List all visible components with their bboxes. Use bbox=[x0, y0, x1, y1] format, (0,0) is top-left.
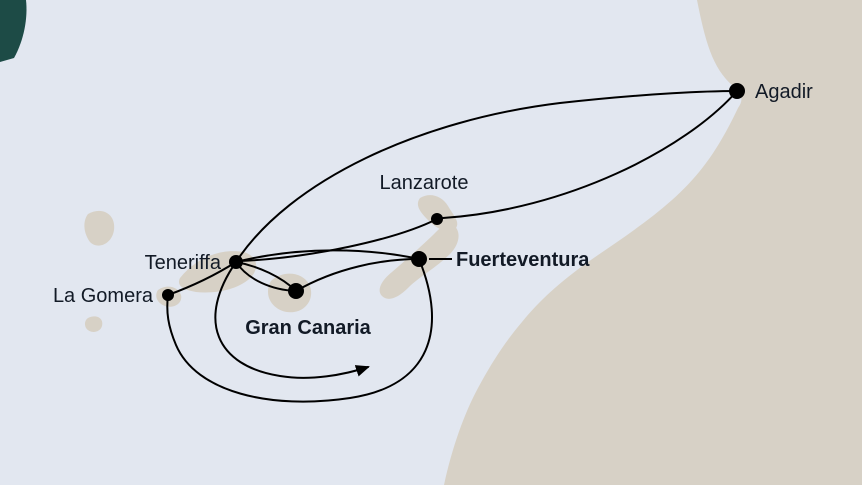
route-teneriffa-to-agadir bbox=[235, 90, 738, 263]
port-label-teneriffa: Teneriffa bbox=[145, 252, 222, 274]
route-teneriffa-to-la-gomera bbox=[167, 261, 237, 296]
port-label-agadir: Agadir bbox=[755, 81, 813, 103]
el-hierro-island bbox=[84, 316, 103, 332]
route-fuerteventura-to-la-gomera bbox=[166, 258, 433, 403]
corner-accent bbox=[0, 0, 27, 62]
port-dot-la-gomera bbox=[162, 289, 174, 301]
port-dot-gran-canaria bbox=[288, 283, 304, 299]
port-dot-lanzarote bbox=[431, 213, 443, 225]
route-teneriffa-to-loop-arrow bbox=[214, 261, 370, 379]
port-dot-teneriffa bbox=[229, 255, 243, 269]
port-label-fuerteventura: Fuerteventura bbox=[456, 249, 590, 271]
la-palma-island bbox=[84, 210, 115, 246]
africa-mainland bbox=[444, 0, 862, 485]
port-label-la-gomera: La Gomera bbox=[53, 285, 154, 307]
port-label-gran-canaria: Gran Canaria bbox=[245, 317, 371, 339]
route-gran-canaria-to-fuerteventura bbox=[295, 258, 420, 292]
route-teneriffa-to-fuerteventura bbox=[235, 249, 420, 263]
port-dot-agadir bbox=[729, 83, 745, 99]
port-dot-fuerteventura bbox=[411, 251, 427, 267]
route-agadir-to-lanzarote bbox=[442, 90, 738, 219]
port-label-lanzarote: Lanzarote bbox=[380, 172, 469, 194]
route-lanzarote-to-teneriffa bbox=[239, 218, 438, 262]
